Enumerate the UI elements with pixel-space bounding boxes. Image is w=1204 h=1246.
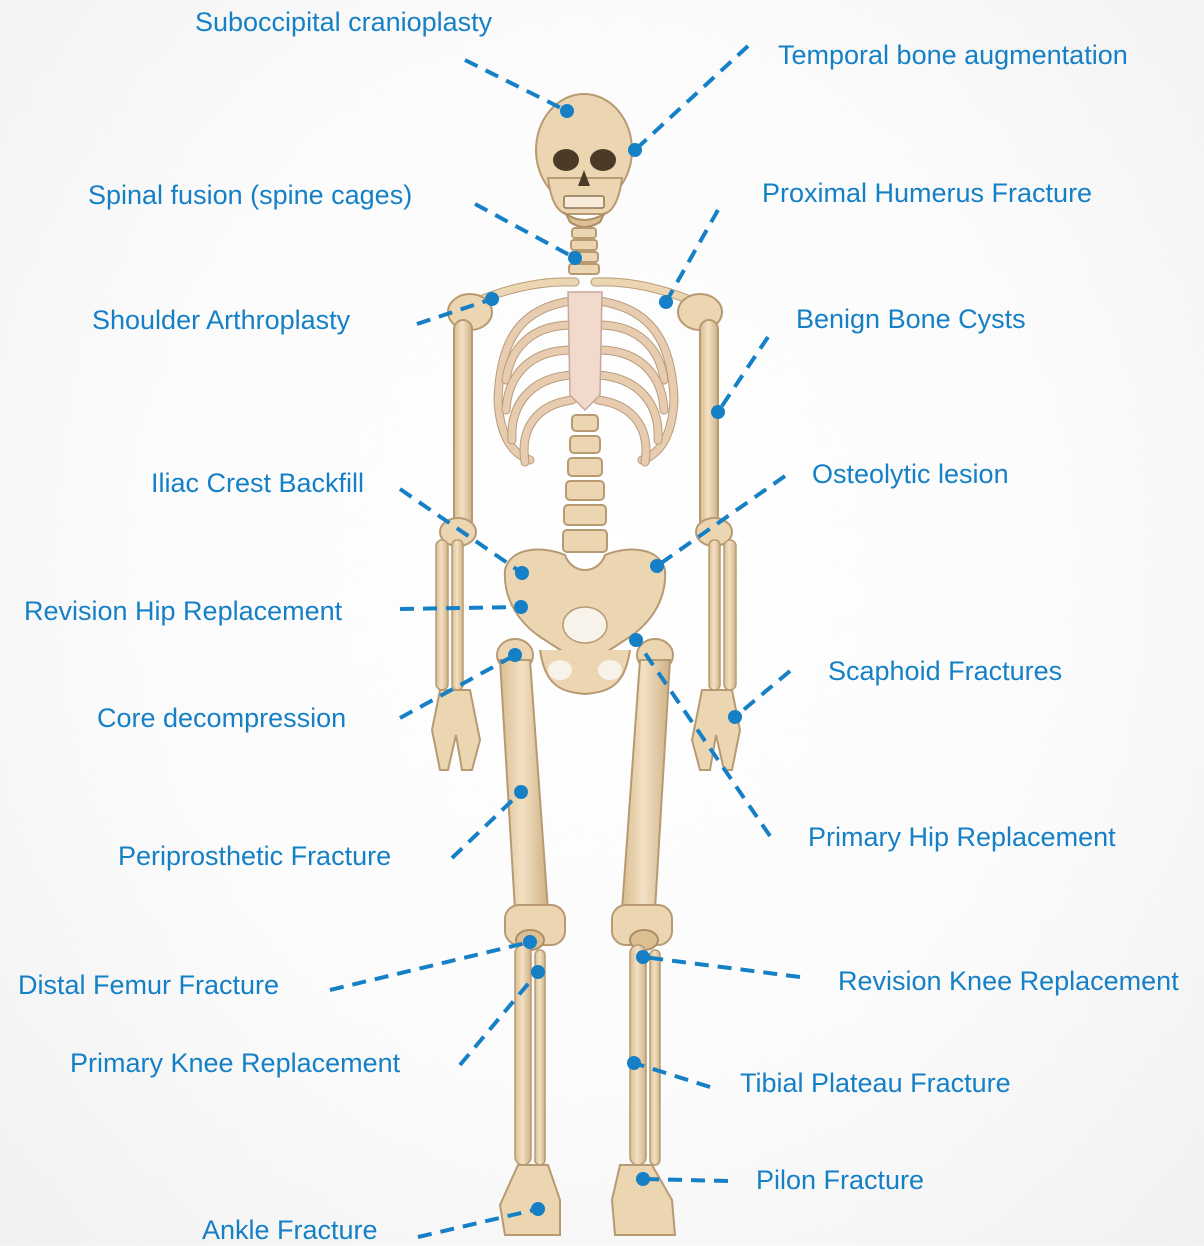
label-pilon-fracture[interactable]: Pilon Fracture (756, 1164, 924, 1196)
label-proximal-humerus-fracture[interactable]: Proximal Humerus Fracture (762, 177, 1092, 209)
arm-left (678, 294, 740, 770)
cervical-spine (569, 228, 599, 274)
label-periprosthetic-fracture[interactable]: Periprosthetic Fracture (118, 840, 391, 872)
marker-dot-suboccipital-cranioplasty[interactable] (560, 104, 574, 118)
leader-line-suboccipital-cranioplasty (465, 60, 567, 111)
leader-line-benign-bone-cysts (718, 337, 768, 412)
marker-dot-scaphoid-fractures[interactable] (728, 710, 742, 724)
label-scaphoid-fractures[interactable]: Scaphoid Fractures (828, 655, 1062, 687)
marker-dot-osteolytic-lesion[interactable] (650, 559, 664, 573)
marker-dot-temporal-bone-augmentation[interactable] (628, 143, 642, 157)
leader-line-proximal-humerus-fracture (666, 210, 718, 302)
leader-line-temporal-bone-augmentation (635, 46, 748, 150)
label-ankle-fracture[interactable]: Ankle Fracture (202, 1214, 378, 1246)
marker-dot-benign-bone-cysts[interactable] (711, 405, 725, 419)
marker-dot-proximal-humerus-fracture[interactable] (659, 295, 673, 309)
marker-dot-revision-hip-replacement[interactable] (514, 600, 528, 614)
lumbar-spine (563, 415, 607, 552)
label-benign-bone-cysts[interactable]: Benign Bone Cysts (796, 303, 1026, 335)
label-revision-hip-replacement[interactable]: Revision Hip Replacement (24, 595, 342, 627)
leader-line-primary-knee-replacement (643, 957, 800, 977)
marker-dot-revision-knee-replacement[interactable] (531, 965, 545, 979)
marker-dot-ankle-fracture[interactable] (531, 1202, 545, 1216)
label-revision-knee-replacement[interactable]: Revision Knee Replacement (838, 965, 1179, 997)
marker-dot-primary-hip-replacement[interactable] (629, 633, 643, 647)
label-suboccipital-cranioplasty[interactable]: Suboccipital cranioplasty (195, 6, 492, 38)
label-tibial-plateau-fracture[interactable]: Tibial Plateau Fracture (740, 1067, 1011, 1099)
leader-line-pilon-fracture (643, 1179, 728, 1181)
label-osteolytic-lesion[interactable]: Osteolytic lesion (812, 458, 1009, 490)
marker-dot-shoulder-arthroplasty[interactable] (485, 292, 499, 306)
leader-line-scaphoid-fractures (735, 671, 790, 717)
label-iliac-crest-backfill[interactable]: Iliac Crest Backfill (151, 467, 364, 499)
leader-line-osteolytic-lesion (657, 476, 785, 566)
marker-dot-iliac-crest-backfill[interactable] (515, 566, 529, 580)
marker-dot-periprosthetic-fracture[interactable] (514, 785, 528, 799)
label-primary-hip-replacement[interactable]: Primary Hip Replacement (808, 821, 1116, 853)
marker-dot-core-decompression[interactable] (508, 648, 522, 662)
leg-left (612, 639, 675, 1235)
label-distal-femur-fracture[interactable]: Distal Femur Fracture (18, 969, 279, 1001)
skull (536, 94, 632, 227)
marker-dot-primary-knee-replacement[interactable] (636, 950, 650, 964)
marker-dot-spinal-fusion[interactable] (568, 251, 582, 265)
skeleton-illustration (432, 94, 740, 1235)
leader-line-distal-femur-fracture (330, 942, 530, 990)
label-primary-knee-replacement[interactable]: Primary Knee Replacement (70, 1047, 400, 1079)
leader-line-spinal-fusion (475, 204, 575, 258)
label-temporal-bone-augmentation[interactable]: Temporal bone augmentation (778, 39, 1128, 71)
marker-dot-tibial-plateau-fracture[interactable] (627, 1056, 641, 1070)
label-shoulder-arthroplasty[interactable]: Shoulder Arthroplasty (92, 304, 350, 336)
label-core-decompression[interactable]: Core decompression (97, 702, 346, 734)
label-spinal-fusion[interactable]: Spinal fusion (spine cages) (88, 179, 412, 211)
marker-dot-distal-femur-fracture[interactable] (523, 935, 537, 949)
marker-dot-pilon-fracture[interactable] (636, 1172, 650, 1186)
